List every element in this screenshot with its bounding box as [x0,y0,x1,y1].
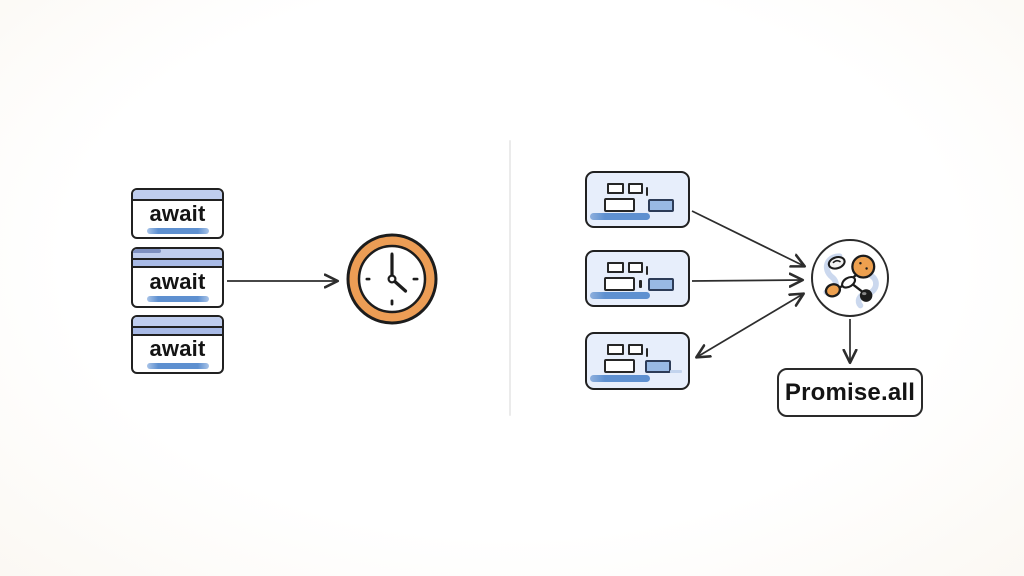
task-card-3 [585,332,690,390]
skeleton-rect [607,262,624,273]
window-header [133,249,222,260]
await-box-2: await [131,247,224,308]
skeleton-chip [645,360,671,373]
skeleton-rect [604,198,635,212]
skeleton-rect [604,277,635,291]
underline-bar [146,362,209,369]
clock-icon [346,233,438,325]
arrow-task3-hub-bidirectional [697,294,803,357]
arrow-task2-to-hub [691,280,802,281]
underline-bar [146,295,209,302]
skeleton-rect [628,262,643,273]
skeleton-chip [648,278,674,291]
concurrency-icon [823,253,879,309]
promise-all-box: Promise.all [777,368,923,417]
task-card-1 [585,171,690,228]
skeleton-rect [607,183,624,194]
skeleton-rect [628,183,643,194]
skeleton-mark [646,187,648,196]
header-tab [133,249,161,253]
underline-bar [146,227,209,234]
window-header [133,317,222,328]
skeleton-mark [646,266,648,275]
progress-bar [590,213,650,220]
skeleton-mark [646,348,648,357]
window-header-strip [133,328,222,336]
await-label: await [149,200,206,226]
skeleton-mark [639,280,642,288]
skeleton-chip [648,199,674,212]
await-box-3: await [131,315,224,374]
panel-divider [509,140,511,416]
skeleton-rect [628,344,643,355]
skeleton-rect [607,344,624,355]
await-label: await [149,268,206,294]
skeleton-rect [604,359,635,373]
await-label: await [149,335,206,361]
arrow-task1-to-hub [691,210,804,266]
skeleton-mark [670,370,682,373]
window-header [133,190,222,201]
promise-all-label: Promise.all [784,378,916,406]
await-box-1: await [131,188,224,239]
progress-bar [590,375,650,382]
task-card-2 [585,250,690,307]
window-header-strip [133,260,222,268]
concurrency-circle [811,239,889,317]
progress-bar [590,292,650,299]
